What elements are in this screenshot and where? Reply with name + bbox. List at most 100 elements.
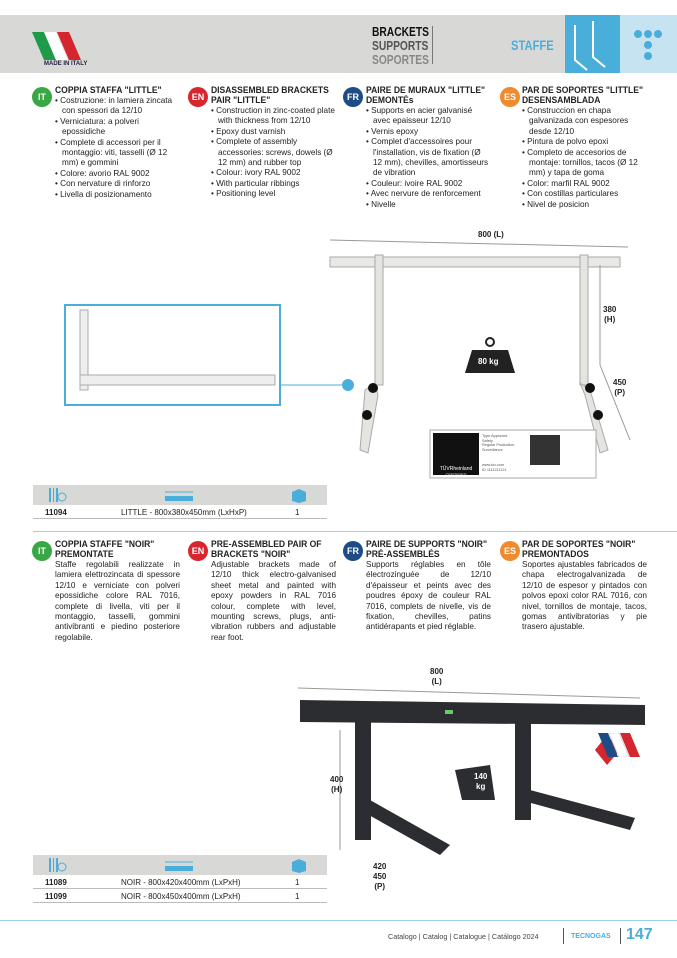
- product-description: LITTLE - 800x380x450mm (LxHxP): [121, 508, 247, 517]
- unit: kg: [476, 782, 486, 791]
- cert-line: Surveillance: [482, 447, 503, 452]
- spec: Pintura de polvo epoxi: [522, 137, 647, 147]
- cert-line: Safety: [482, 438, 493, 443]
- noir-es-block: PAR DE SOPORTES "NOIR"PREMONTADOS Soport…: [522, 540, 647, 633]
- section-title: STAFFE: [511, 37, 554, 53]
- little-load-label: 80 kg: [478, 357, 499, 366]
- divider: [432, 26, 433, 64]
- spec: Completo de accesorios de montaje: torni…: [522, 148, 647, 179]
- spec: Positioning level: [211, 189, 336, 199]
- noir-it-block: COPPIA STAFFE "NOIR"PREMONTATE Staffe re…: [55, 540, 180, 643]
- spec: Con costillas particulares: [522, 189, 647, 199]
- unit: (P): [614, 388, 626, 397]
- spec: Construction in zinc-coated plate with t…: [211, 106, 336, 127]
- spec: Colore: avorio RAL 9002: [55, 169, 180, 179]
- title: DEMONTÉs: [366, 95, 414, 106]
- tuv-certified: CERTIFIED: [445, 472, 467, 477]
- spec: Colour: ivory RAL 9002: [211, 168, 336, 178]
- little-length-label: 800 (L): [478, 230, 504, 239]
- little-depth-label: 450: [613, 378, 627, 387]
- noir-load-label: 140: [474, 772, 488, 781]
- unit: (P): [374, 882, 386, 891]
- made-in-italy-label: MADE IN ITALY: [44, 61, 88, 67]
- dimension-line: [329, 239, 629, 248]
- divider: [620, 928, 621, 944]
- noir-length-label: 800: [430, 667, 444, 676]
- title: PAR DE SOPORTES "LITTLE": [522, 85, 644, 96]
- header-band: [0, 15, 677, 73]
- spec: Complet d'accessoires pour l'installatio…: [366, 137, 491, 179]
- spec: Complete of assembly accessories: screws…: [211, 137, 336, 168]
- table-header: [33, 485, 327, 505]
- spec: Livella di posizionamento: [55, 190, 180, 200]
- product-qty: 1: [295, 878, 300, 887]
- badge-fr: FR: [343, 87, 363, 107]
- title: PREMONTATE: [55, 549, 114, 560]
- title: COPPIA STAFFE "NOIR": [55, 539, 155, 550]
- title: COPPIA STAFFA "LITTLE": [55, 85, 162, 96]
- category-list: BRACKETS SUPPORTS SOPORTES: [372, 25, 429, 67]
- spec: With particular ribbings: [211, 179, 336, 189]
- table-row: 11099 NOIR - 800x450x400mm (LxPxH) 1: [33, 889, 327, 903]
- title: PAIRE DE SUPPORTS "NOIR": [366, 539, 488, 550]
- badge-it: IT: [32, 87, 52, 107]
- spec: Nivel de posicion: [522, 200, 647, 210]
- noir-depth-420-label: 420: [373, 862, 387, 871]
- badge-it: IT: [32, 541, 52, 561]
- bracket-icon-box: [565, 15, 620, 73]
- bracket-icon: [574, 21, 606, 71]
- footer-divider: [0, 920, 677, 921]
- box-icon: [292, 859, 306, 873]
- spec: Verniciatura: a polveri epossidiche: [55, 117, 180, 138]
- noir-depth-450-label: 450: [373, 872, 387, 881]
- description: Adjustable brackets made of 12/10 thick …: [211, 560, 336, 642]
- spec: Costruzione: in lamiera zincata con spes…: [55, 96, 180, 117]
- footer-catalog: Catalogo | Catalog | Catalogue | Catálog…: [388, 932, 539, 941]
- description: Supports réglables en tôle électrozingué…: [366, 560, 491, 632]
- title: PAIR "LITTLE": [211, 95, 271, 106]
- product-qty: 1: [295, 508, 300, 517]
- ruler-icon: [165, 861, 193, 871]
- product-description: NOIR - 800x450x400mm (LxPxH): [121, 892, 241, 901]
- unit: (H): [331, 785, 343, 794]
- category-brackets: BRACKETS: [372, 25, 429, 39]
- title: PREMONTADOS: [522, 549, 589, 560]
- spec: Nivelle: [366, 200, 491, 210]
- tuv-brand: TÜVRheinland: [439, 466, 473, 472]
- unit: (H): [604, 315, 616, 324]
- product-code: 11089: [45, 878, 67, 887]
- tecnogas-logo-box: [620, 15, 677, 73]
- product-code: 11099: [45, 892, 67, 901]
- flag-stripes-icon: [598, 733, 640, 757]
- title: PAIRE DE MURAUX "LITTLE": [366, 85, 486, 96]
- section-divider: [33, 531, 677, 532]
- little-it-block: COPPIA STAFFA "LITTLE" Costruzione: in l…: [55, 86, 180, 200]
- noir-bracket-drawing: [297, 687, 645, 855]
- detail-inset: [64, 304, 281, 406]
- weight-icon: [465, 350, 515, 373]
- box-icon: [292, 489, 306, 503]
- title: PAR DE SOPORTES "NOIR": [522, 539, 636, 550]
- divider: [563, 928, 564, 944]
- spec: Couleur: ivoire RAL 9002: [366, 179, 491, 189]
- badge-es: ES: [500, 541, 520, 561]
- little-es-block: PAR DE SOPORTES "LITTLE" DESENSAMBLADA C…: [522, 86, 647, 210]
- little-height-label: 380: [603, 305, 617, 314]
- product-qty: 1: [295, 892, 300, 901]
- category-soportes: SOPORTES: [372, 53, 429, 67]
- spec: Supports en acier galvanisé avec epaisse…: [366, 106, 491, 127]
- spec: Epoxy dust varnish: [211, 127, 336, 137]
- little-bracket-drawing: [64, 239, 631, 479]
- spec: Con nervature di rinforzo: [55, 179, 180, 189]
- made-in-italy-logo: [32, 32, 81, 60]
- spec: Construccion en chapa galvanizada con es…: [522, 106, 647, 137]
- title: BRACKETS "NOIR": [211, 549, 291, 560]
- cert-line: Regular Production: [482, 443, 515, 447]
- tecnogas-dots-icon: [634, 30, 662, 60]
- description: Soportes ajustables fabricados de chapa …: [522, 560, 647, 632]
- little-fr-block: PAIRE DE MURAUX "LITTLE" DEMONTÉs Suppor…: [366, 86, 491, 210]
